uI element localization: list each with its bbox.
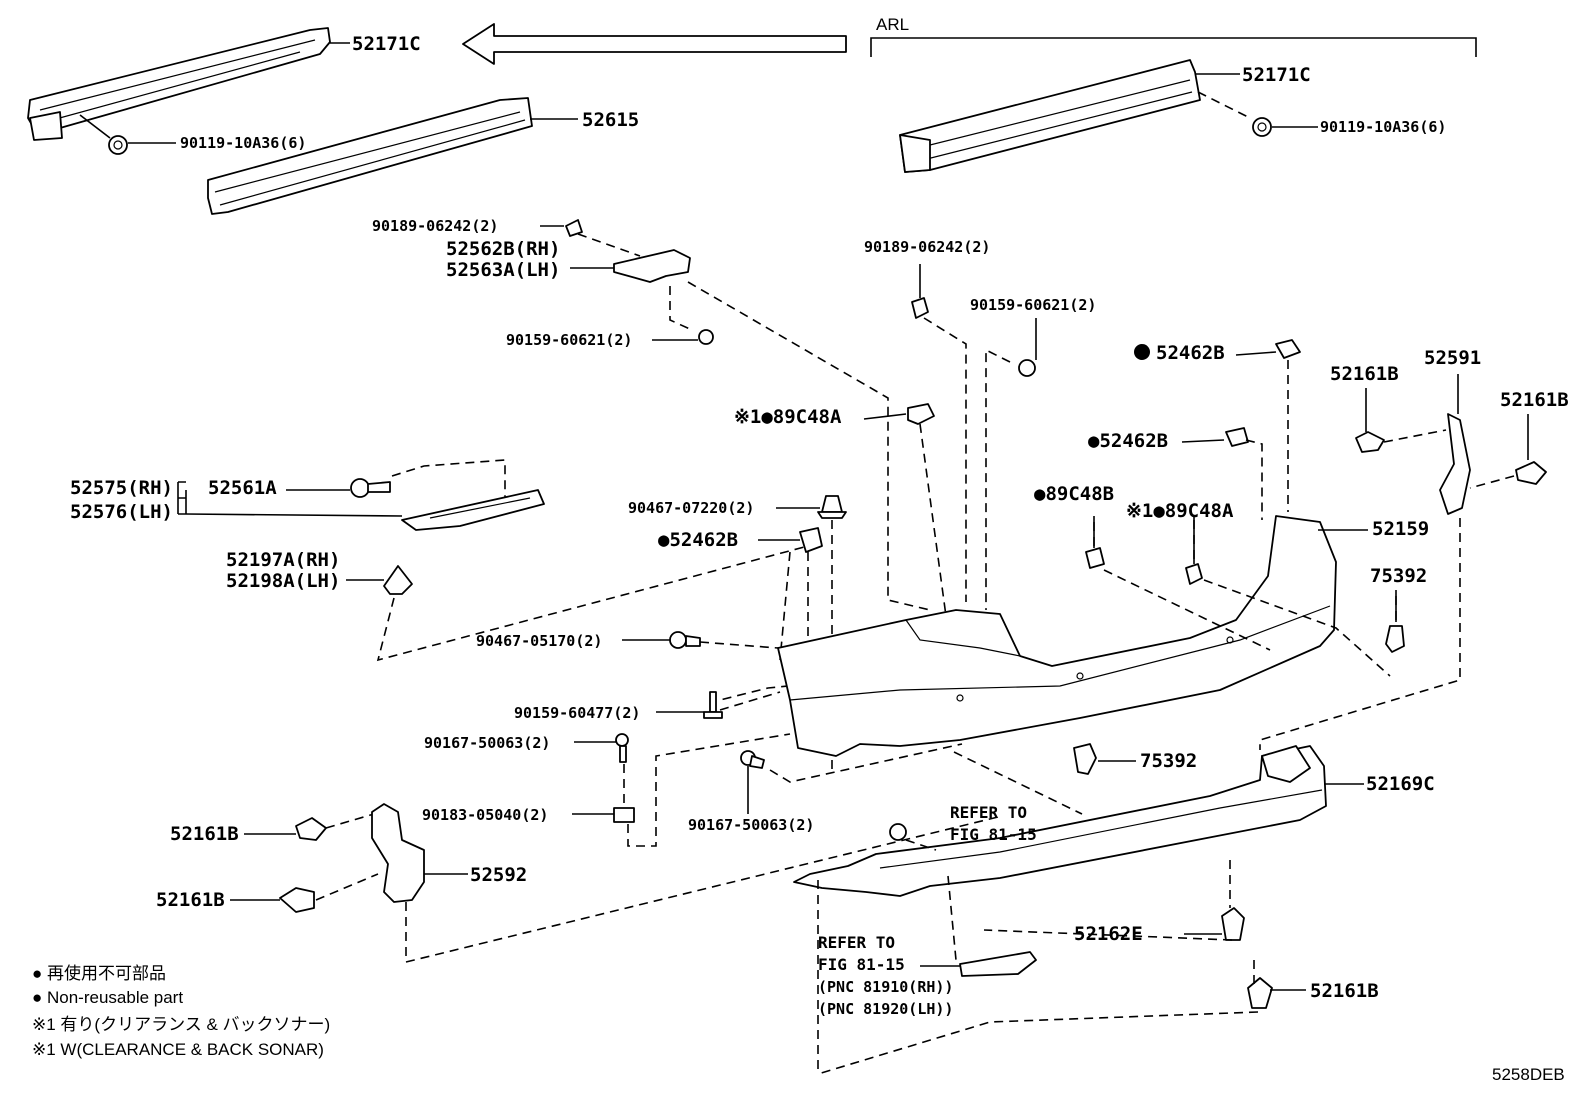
label-52159: 52159 bbox=[1372, 518, 1429, 540]
arl-bracket bbox=[870, 37, 1477, 57]
legend-line4: ※1 W(CLEARANCE & BACK SONAR) bbox=[32, 1040, 324, 1059]
label-52161b-a: 52161B bbox=[1330, 363, 1399, 385]
label-89c48a-mid: ※1●89C48A bbox=[1126, 500, 1234, 522]
clip-90467-07220 bbox=[817, 495, 847, 519]
bolt-90119-right bbox=[1252, 117, 1272, 137]
screw-90167-a bbox=[615, 733, 629, 763]
reflector bbox=[959, 951, 1037, 977]
nut-90189-left bbox=[565, 219, 583, 237]
bumper-cover-52159 bbox=[777, 515, 1337, 757]
label-52575: 52575(RH) bbox=[70, 477, 173, 499]
refer-b-line4: (PNC 81920(LH)) bbox=[818, 1000, 953, 1018]
label-52161b-c: 52161B bbox=[170, 823, 239, 845]
label-52197a: 52197A(RH) bbox=[226, 549, 340, 571]
clip-52161b-e bbox=[1247, 977, 1273, 1009]
non-reusable-mark bbox=[1134, 344, 1150, 360]
cap-52462b-a bbox=[1275, 339, 1301, 359]
label-52462b-b: ●52462B bbox=[1088, 430, 1168, 452]
screw-90159-a bbox=[698, 329, 714, 345]
label-90119-right: 90119-10A36(6) bbox=[1320, 118, 1446, 136]
label-75392-a: 75392 bbox=[1370, 565, 1427, 587]
label-90159-b: 90159-60621(2) bbox=[970, 296, 1096, 314]
clip-52161b-a bbox=[1355, 431, 1385, 453]
clip-52161b-b bbox=[1515, 461, 1547, 485]
retainer-89c48a-top bbox=[907, 403, 935, 425]
screw-90159-60477 bbox=[703, 691, 723, 719]
nut-90189-right bbox=[911, 297, 929, 319]
label-52198a: 52198A(LH) bbox=[226, 570, 340, 592]
diagram-code: 5258DEB bbox=[1492, 1065, 1565, 1084]
label-52161b-e: 52161B bbox=[1310, 980, 1379, 1002]
label-52615: 52615 bbox=[582, 109, 639, 131]
legend-line3: ※1 有り(クリアランス & バックソナー) bbox=[32, 1015, 330, 1034]
cap-52462b-b bbox=[1225, 427, 1249, 447]
refer-b-line1: REFER TO bbox=[818, 933, 895, 952]
retainer-89c48b bbox=[1085, 547, 1105, 569]
label-90159-a: 90159-60621(2) bbox=[506, 331, 632, 349]
bracket-52575 bbox=[401, 489, 545, 531]
label-52576: 52576(LH) bbox=[70, 501, 173, 523]
label-90183: 90183-05040(2) bbox=[422, 806, 548, 824]
bracket-52592 bbox=[371, 803, 425, 903]
direction-arrow bbox=[462, 23, 847, 65]
label-75392-b: 75392 bbox=[1140, 750, 1197, 772]
label-90167-b: 90167-50063(2) bbox=[688, 816, 814, 834]
label-52563a: 52563A(LH) bbox=[446, 259, 560, 281]
bracket-52591 bbox=[1439, 413, 1471, 515]
legend-line1: ● 再使用不可部品 bbox=[32, 963, 166, 983]
label-90159-60477: 90159-60477(2) bbox=[514, 704, 640, 722]
clip-52162e bbox=[1221, 907, 1245, 941]
bolt-52561a bbox=[350, 478, 391, 498]
pin-75392-b bbox=[1073, 743, 1097, 775]
label-52161b-d: 52161B bbox=[156, 889, 225, 911]
label-52561a: 52561A bbox=[208, 477, 277, 499]
legend-line2: ● Non-reusable part bbox=[32, 988, 183, 1007]
label-52591: 52591 bbox=[1424, 347, 1481, 369]
reinforcement-left bbox=[27, 27, 331, 141]
label-52562b: 52562B(RH) bbox=[446, 238, 560, 260]
label-52171c-right: 52171C bbox=[1242, 64, 1311, 86]
clip-90467-05170 bbox=[669, 631, 701, 649]
clip-52197a bbox=[383, 565, 413, 595]
label-90467-05170: 90467-05170(2) bbox=[476, 632, 602, 650]
absorber-52615 bbox=[207, 97, 533, 215]
refer-a-line1: REFER TO bbox=[950, 803, 1027, 822]
label-arl: ARL bbox=[876, 15, 909, 34]
clip-52161b-c bbox=[295, 817, 327, 841]
screw-90159-b bbox=[1018, 359, 1036, 377]
refer-a-line2: FIG 81-15 bbox=[950, 825, 1037, 844]
label-52462b-c: ●52462B bbox=[658, 529, 738, 551]
bracket-52562b bbox=[613, 249, 691, 283]
screw-refer bbox=[889, 823, 907, 841]
reinforcement-right bbox=[899, 59, 1201, 173]
nut-90183 bbox=[613, 807, 635, 823]
refer-b-line3: (PNC 81910(RH)) bbox=[818, 978, 953, 996]
label-89c48b: ●89C48B bbox=[1034, 483, 1114, 505]
label-52592: 52592 bbox=[470, 864, 527, 886]
label-52171c-left: 52171C bbox=[352, 33, 421, 55]
label-90467-07220: 90467-07220(2) bbox=[628, 499, 754, 517]
label-90189-right: 90189-06242(2) bbox=[864, 238, 990, 256]
bolt-90119-left bbox=[79, 114, 128, 155]
refer-b-line2: FIG 81-15 bbox=[818, 955, 905, 974]
pin-75392-a bbox=[1385, 625, 1405, 653]
label-90167-a: 90167-50063(2) bbox=[424, 734, 550, 752]
cap-52462b-c bbox=[799, 527, 823, 553]
label-52169c: 52169C bbox=[1366, 773, 1435, 795]
label-90189-left: 90189-06242(2) bbox=[372, 217, 498, 235]
clip-52161b-d bbox=[279, 887, 315, 913]
label-52161b-b: 52161B bbox=[1500, 389, 1569, 411]
retainer-89c48a-mid bbox=[1185, 563, 1203, 585]
label-89c48a-top: ※1●89C48A bbox=[734, 406, 842, 428]
label-90119-left: 90119-10A36(6) bbox=[180, 134, 306, 152]
label-52162e: 52162E bbox=[1074, 923, 1143, 945]
screw-90167-b bbox=[740, 750, 765, 769]
lower-cover-52169c bbox=[793, 745, 1327, 897]
label-52462b-a: 52462B bbox=[1156, 342, 1225, 364]
